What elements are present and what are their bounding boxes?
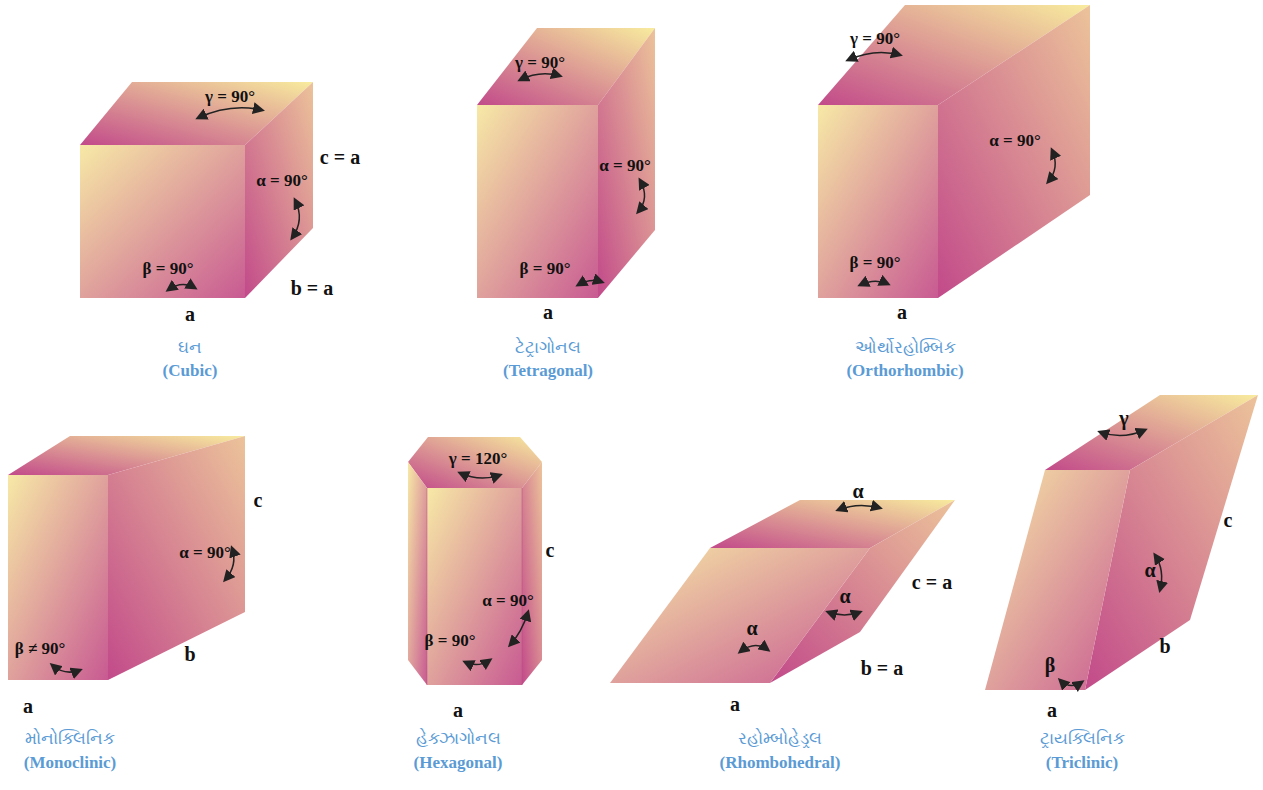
system-caption: (Orthorhombic) <box>846 362 963 379</box>
cell-parameter: c <box>254 490 263 510</box>
system-caption: ટેટ્રાગોનલ <box>515 339 581 356</box>
cell-parameter: b <box>1159 636 1170 656</box>
cell-parameter: b <box>184 644 195 664</box>
hexagonal-cell <box>408 437 542 685</box>
system-caption: રહોમ્બોહેડ્રલ <box>738 730 822 747</box>
cell-parameter: b = a <box>291 278 334 298</box>
system-caption: (Cubic) <box>163 362 218 379</box>
tetragonal-cell <box>477 28 655 298</box>
cell-parameter: α = 90° <box>599 157 650 174</box>
cell-parameter: a <box>453 700 463 720</box>
angle-arrows <box>52 52 1162 685</box>
cell-parameter: α = 90° <box>256 172 307 189</box>
system-caption: (Tetragonal) <box>503 362 593 379</box>
cell-parameter: β = 90° <box>520 260 571 277</box>
cell-parameter: α <box>1144 560 1155 580</box>
cell-parameter: β = 90° <box>850 254 901 271</box>
cell-parameter: a <box>1047 700 1057 720</box>
cell-parameter: γ <box>1119 408 1128 428</box>
rhombohedral-cell <box>610 500 955 683</box>
cubic-cell <box>80 82 313 298</box>
cell-parameter: γ = 90° <box>850 30 900 47</box>
system-caption: હેક્ઝાગોનલ <box>416 730 501 747</box>
system-caption: ટ્રાયક્લિનિક <box>1040 730 1125 747</box>
cell-parameter: a <box>897 302 907 322</box>
cell-parameter: α = 90° <box>179 544 230 561</box>
cell-parameter: c <box>546 540 555 560</box>
cell-parameter: α <box>746 618 757 638</box>
cell-parameter: β = 90° <box>425 632 476 649</box>
cell-parameter: β ≠ 90° <box>15 640 66 657</box>
system-caption: ઓર્થોરહોમ્બિક <box>855 339 956 356</box>
cell-parameter: α = 90° <box>989 132 1040 149</box>
cell-parameter: c = a <box>320 147 360 167</box>
orthorhombic-cell <box>818 5 1090 298</box>
system-caption: ઘન <box>178 339 202 356</box>
cell-parameter: γ = 120° <box>449 450 507 467</box>
system-caption: (Monoclinic) <box>24 754 117 771</box>
monoclinic-cell <box>8 436 245 680</box>
cell-parameter: a <box>185 304 195 324</box>
system-caption: મોનોક્લિનિક <box>25 730 115 747</box>
cell-parameter: a <box>23 696 33 716</box>
triclinic-cell <box>985 395 1258 690</box>
cell-parameter: γ = 90° <box>205 88 255 105</box>
cell-parameter: α = 90° <box>482 592 533 609</box>
cell-parameter: α <box>852 481 863 501</box>
system-caption: (Hexagonal) <box>414 754 503 771</box>
cell-parameter: a <box>730 694 740 714</box>
system-caption: (Triclinic) <box>1046 754 1118 771</box>
system-caption: (Rhombohedral) <box>720 754 841 771</box>
cell-parameter: β <box>1045 655 1056 675</box>
cell-parameter: a <box>543 302 553 322</box>
cell-parameter: γ = 90° <box>515 54 565 71</box>
cell-parameter: c <box>1224 510 1233 530</box>
cell-parameter: c = a <box>912 572 952 592</box>
cell-parameter: b = a <box>861 658 904 678</box>
cell-parameter: α <box>839 586 850 606</box>
cell-parameter: β = 90° <box>143 260 194 277</box>
